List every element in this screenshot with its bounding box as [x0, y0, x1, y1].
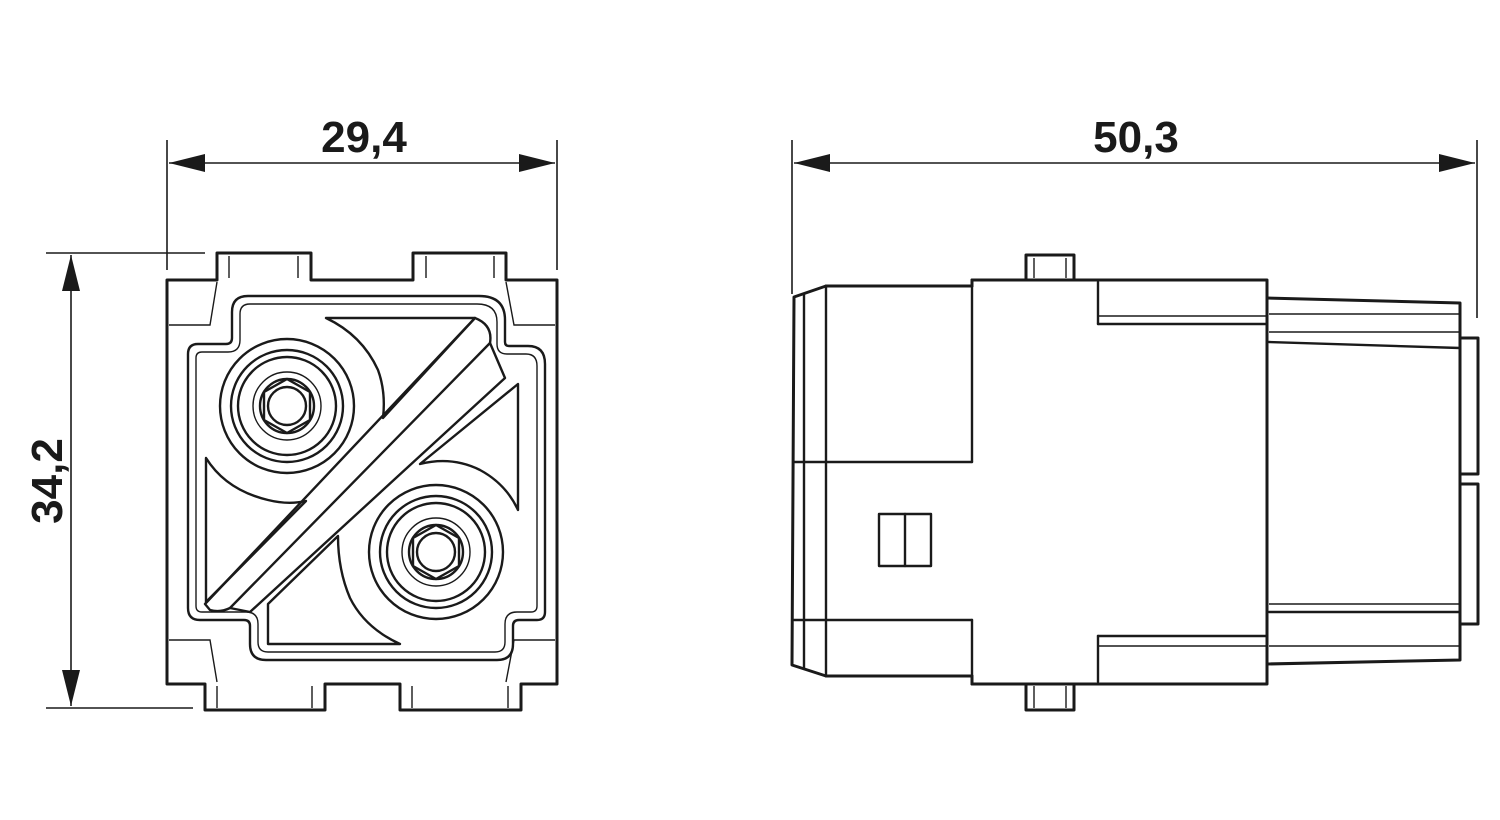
dimension-front-width: 29,4 [166, 113, 558, 270]
side-main-body [970, 278, 1269, 686]
pocket-right [418, 382, 520, 512]
side-top-latch [1024, 253, 1076, 282]
side-tail-cap-bottom [1458, 482, 1480, 626]
front-view [165, 251, 559, 712]
front-outer-body [165, 251, 559, 712]
contact-lower-right [367, 483, 505, 621]
dimension-front-height: 34,2 [23, 252, 205, 709]
insert-outline-outer [186, 294, 547, 662]
side-bottom-latch [1024, 682, 1076, 712]
contact-upper-left [218, 337, 356, 475]
insert-outline-inner [195, 303, 538, 653]
dimension-label-side-length: 50,3 [1093, 113, 1179, 162]
side-front-cap [790, 284, 828, 678]
pocket-bottom [266, 534, 402, 646]
dimension-label-front-width: 29,4 [321, 113, 407, 162]
side-view [790, 253, 1480, 712]
pocket-left [204, 456, 308, 604]
dimension-label-front-height: 34,2 [23, 438, 72, 524]
side-tail-cap-top [1458, 336, 1480, 476]
pocket-top-right [324, 316, 477, 420]
dimension-side-length: 50,3 [791, 113, 1478, 318]
side-crimp-tail [1265, 296, 1462, 666]
